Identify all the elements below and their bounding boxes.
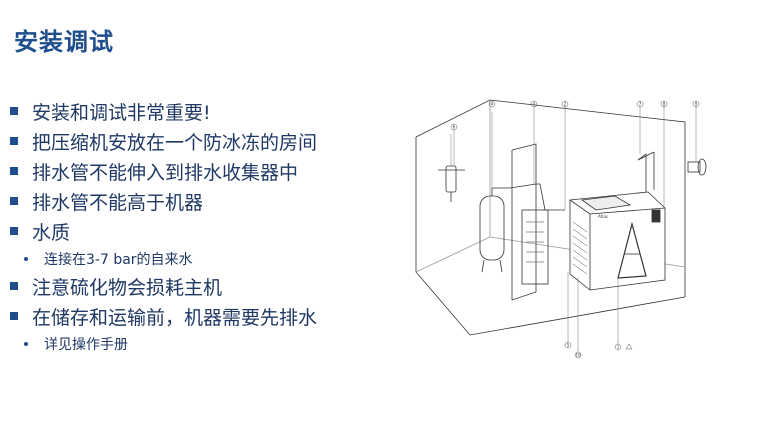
compressor-unit: Atlas [569, 191, 666, 291]
bullet-text: 排水管不能伸入到排水收集器中 [32, 161, 299, 184]
callout-label: 10 [576, 353, 582, 358]
bullet-item: 把压缩机安放在一个防冰冻的房间 [10, 126, 410, 156]
warning-triangle-icon [625, 343, 633, 350]
bullet-item: 排水管不能伸入到排水收集器中 [10, 156, 410, 186]
callout-label: 4 [533, 102, 536, 107]
callout-label: 5 [567, 343, 570, 348]
bullet-item: 在储存和运输前，机器需要先排水 [10, 301, 410, 331]
callout-markers: 6 4 4 2 7 8 9 5 10 1 [450, 100, 700, 359]
dot-bullet-icon [22, 256, 44, 261]
bullet-text: 把压缩机安放在一个防冰冻的房间 [32, 131, 318, 154]
wall-fan [687, 158, 707, 176]
bullet-item: 注意硫化物会损耗主机 [10, 271, 410, 301]
callout-label: 6 [453, 125, 456, 130]
air-receiver-tank [479, 112, 510, 273]
bullet-item: 安装和调试非常重要! [10, 96, 410, 126]
callout-label: 9 [695, 102, 698, 107]
bullet-list: 安装和调试非常重要! 把压缩机安放在一个防冰冻的房间 排水管不能伸入到排水收集器… [10, 96, 410, 356]
callout-label: 2 [564, 102, 567, 107]
callout-label: 1 [617, 345, 620, 350]
room-walls [415, 99, 686, 336]
slide-title: 安装调试 [14, 28, 114, 56]
installation-diagram: Atlas 6 4 4 2 7 8 9 [415, 99, 707, 359]
machine-logo: Atlas [598, 214, 608, 219]
bullet-text: 水质 [32, 221, 71, 244]
sub-bullet-text: 连接在3-7 bar的自来水 [44, 251, 193, 268]
bullet-item: 排水管不能高于机器 [10, 186, 410, 216]
air-dryer [521, 209, 549, 285]
bullet-text: 注意硫化物会损耗主机 [32, 276, 223, 299]
ventilation-duct [637, 151, 655, 192]
square-bullet-icon [10, 197, 32, 205]
bullet-text: 在储存和运输前，机器需要先排水 [32, 306, 318, 329]
square-bullet-icon [10, 137, 32, 145]
square-bullet-icon [10, 227, 32, 235]
callout-label: 8 [663, 102, 666, 107]
bullet-text: 排水管不能高于机器 [32, 191, 204, 214]
square-bullet-icon [10, 107, 32, 115]
dot-bullet-icon [22, 341, 44, 346]
square-bullet-icon [10, 282, 32, 290]
bullet-text: 安装和调试非常重要! [32, 101, 211, 124]
sub-bullet-text: 详见操作手册 [44, 336, 128, 353]
callout-label: 4 [491, 102, 494, 107]
air-pipe [509, 183, 565, 211]
callout-label: 7 [639, 102, 642, 107]
sub-bullet-item: 详见操作手册 [10, 331, 410, 356]
square-bullet-icon [10, 312, 32, 320]
bullet-item: 水质 [10, 216, 410, 246]
water-filter [438, 134, 465, 202]
square-bullet-icon [10, 167, 32, 175]
sub-bullet-item: 连接在3-7 bar的自来水 [10, 246, 410, 271]
